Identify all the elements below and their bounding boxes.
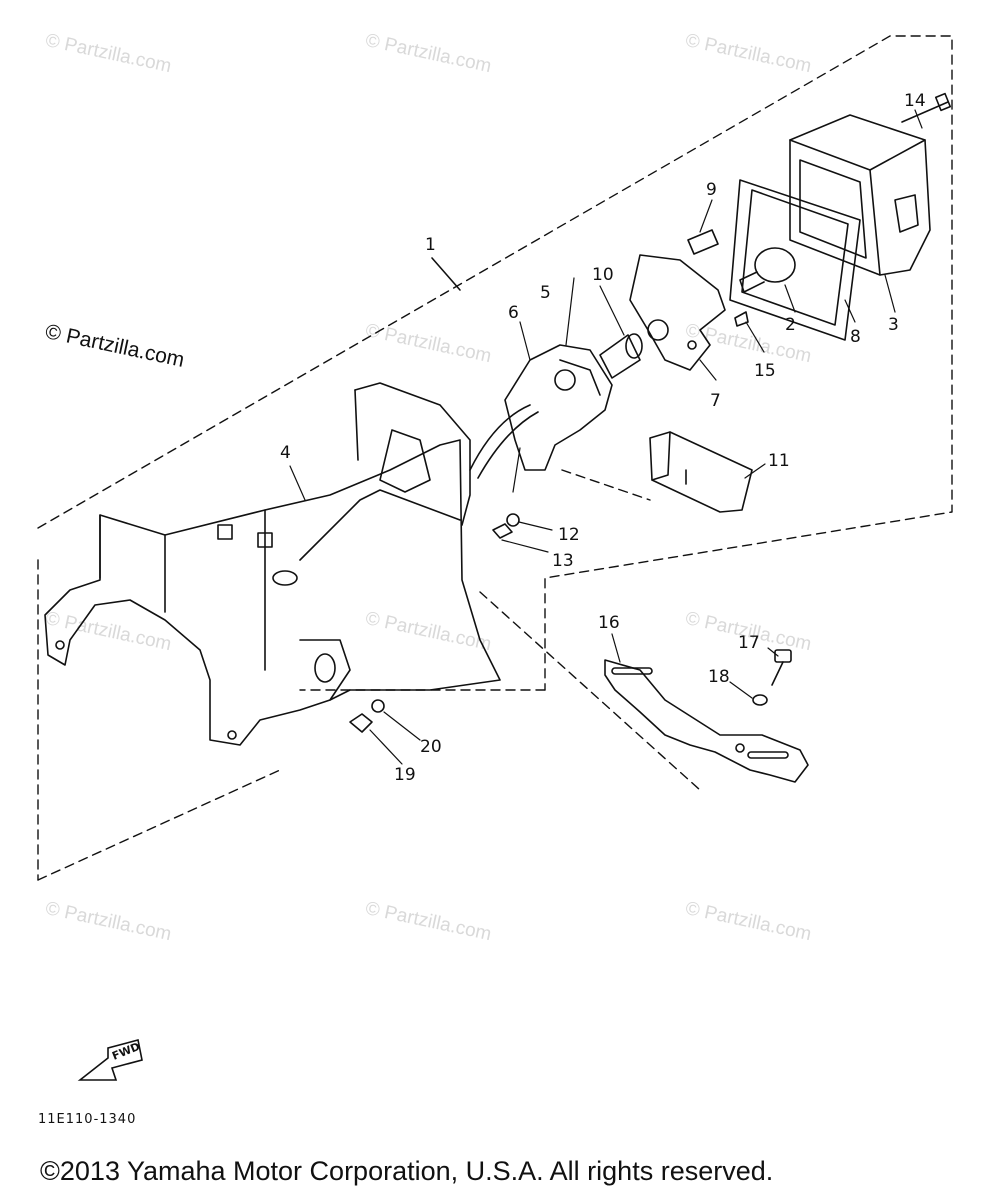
- callout-10: 10: [592, 265, 614, 285]
- license-bracket: [604, 659, 809, 783]
- forward-arrow-icon: FWD: [77, 1039, 143, 1081]
- callout-leaders: [289, 109, 923, 765]
- callout-5: 5: [540, 283, 551, 303]
- copyright-notice: ©2013 Yamaha Motor Corporation, U.S.A. A…: [40, 1156, 774, 1186]
- reflector: [649, 431, 753, 513]
- lower-nut: [349, 699, 385, 733]
- callout-16: 16: [598, 613, 620, 633]
- nut-washer: [492, 513, 520, 539]
- bolt: [771, 649, 792, 686]
- callout-9: 9: [706, 180, 717, 200]
- callout-15: 15: [754, 361, 776, 381]
- callout-14: 14: [904, 91, 926, 111]
- callout-6: 6: [508, 303, 519, 323]
- tail-light-bracket: [44, 382, 501, 746]
- bulb: [739, 247, 796, 293]
- lens: [789, 114, 931, 276]
- callout-4: 4: [280, 443, 291, 463]
- spacer: [687, 229, 719, 255]
- callout-19: 19: [394, 765, 416, 785]
- assembly-outline: [37, 35, 953, 881]
- washer: [752, 694, 768, 706]
- small-screw: [734, 311, 749, 327]
- leader-line: [431, 257, 461, 291]
- callout-3: 3: [888, 315, 899, 335]
- callout-1: 1: [425, 235, 436, 255]
- callout-7: 7: [710, 391, 721, 411]
- fwd-label: FWD: [110, 1040, 142, 1063]
- callout-8: 8: [850, 327, 861, 347]
- callout-12: 12: [558, 525, 580, 545]
- callout-13: 13: [552, 551, 574, 571]
- callout-18: 18: [708, 667, 730, 687]
- socket-tube: [599, 333, 643, 379]
- callout-20: 20: [420, 737, 442, 757]
- callout-17: 17: [738, 633, 760, 653]
- diagram-code: 11E110-1340: [38, 1112, 137, 1127]
- callout-2: 2: [785, 315, 796, 335]
- screw: [901, 92, 952, 123]
- callout-11: 11: [768, 451, 790, 471]
- gasket: [729, 179, 861, 341]
- bulb-socket: [469, 344, 613, 479]
- base-plate: [629, 254, 726, 371]
